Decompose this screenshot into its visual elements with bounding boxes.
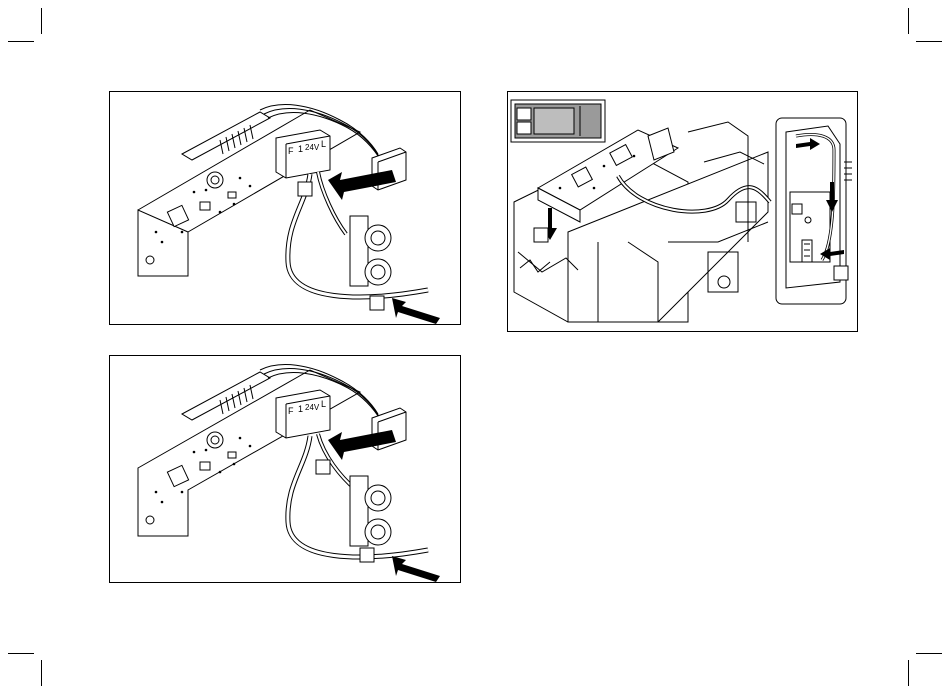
crop-mark [908, 660, 909, 686]
terminal-label-l: L [321, 139, 326, 149]
crop-mark [916, 653, 942, 654]
terminal-label-l: L [321, 399, 326, 409]
step-marker [792, 204, 802, 214]
terminal-label-24v: 24V [305, 403, 320, 412]
step-marker [316, 460, 330, 474]
insert-arrow-icon [392, 298, 440, 324]
crop-mark [8, 41, 34, 42]
step-marker [298, 182, 312, 196]
crop-mark [41, 8, 42, 34]
step-marker [834, 266, 848, 280]
crop-mark [908, 8, 909, 34]
appliance-housing-illustration [508, 92, 858, 332]
terminal-label-24v: 24V [305, 143, 320, 152]
pcb-wiring-illustration: F 1 24V L [110, 92, 461, 325]
terminal-label-f: F [288, 406, 294, 416]
step-marker [534, 228, 548, 242]
step-marker [370, 296, 384, 310]
figure-right [507, 91, 858, 332]
terminal-label-1: 1 [298, 404, 303, 414]
pcb-wiring-illustration: F 1 24V L [110, 356, 461, 583]
step-marker [360, 548, 374, 562]
crop-mark [916, 41, 942, 42]
crop-mark [41, 660, 42, 686]
figure-bottom-left: F 1 24V L [109, 355, 461, 583]
crop-mark [8, 653, 34, 654]
terminal-label-f: F [288, 146, 294, 156]
figure-top-left: F 1 24V L [109, 91, 461, 325]
terminal-label-1: 1 [298, 144, 303, 154]
insert-arrow-icon [392, 556, 440, 582]
